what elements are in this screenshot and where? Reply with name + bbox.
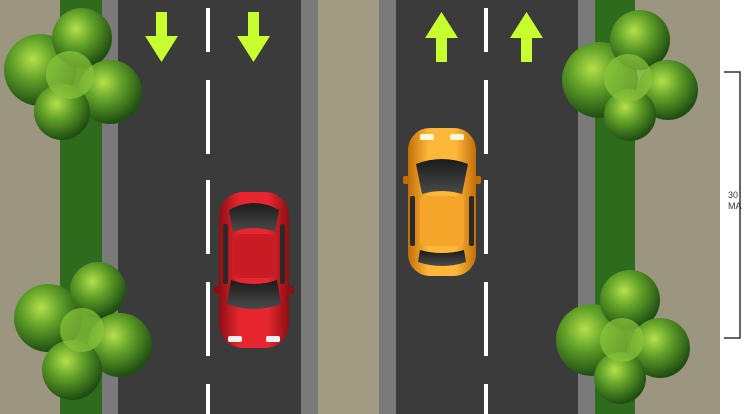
dimension-label-line-1: 30 [728, 190, 752, 201]
median [318, 0, 379, 414]
car-icon [403, 128, 481, 276]
orange-car-windshield [416, 159, 468, 194]
dimension-label-line-2: MA [728, 201, 752, 212]
orange-car-roof [420, 196, 464, 246]
car-icon [214, 192, 294, 348]
dimension-label: 30 MA [728, 190, 752, 212]
median-curb-right [379, 0, 396, 414]
red-car-rear-window [227, 280, 281, 309]
median-curb-left [301, 0, 318, 414]
red-car-roof [234, 234, 274, 278]
red-car-windshield [229, 203, 279, 232]
